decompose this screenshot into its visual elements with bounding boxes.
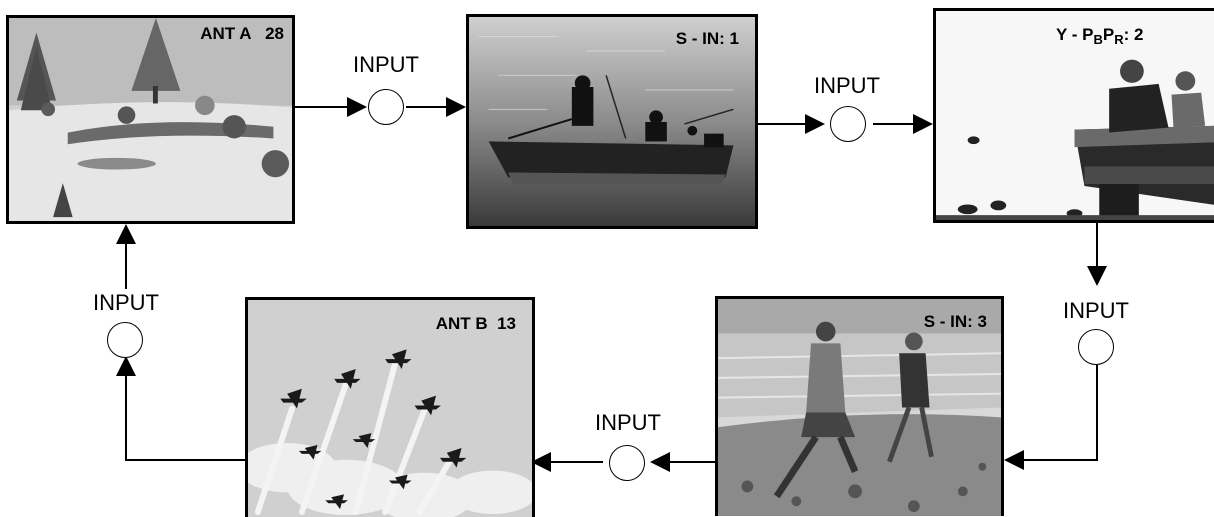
input-button-4[interactable] [609, 445, 645, 481]
screen-ant-b: ANT B 13 [245, 297, 535, 517]
screen-ant-a: ANT A 28 [6, 15, 295, 224]
input-button-3[interactable] [1078, 329, 1114, 365]
input-label-4: INPUT [595, 410, 661, 435]
ant-b-label: ANT B 13 [435, 314, 516, 333]
arrow-input-to-s-in-3 [1004, 365, 1098, 470]
screen-s-in-3: S - IN: 3 [715, 296, 1004, 516]
screen-y-pbpr: Y - PBPR: 2 [933, 8, 1214, 223]
y-pbpr-label: Y - PBPR: 2 [1056, 25, 1144, 47]
arrow-ant-b-to-input [116, 356, 245, 461]
s-in-3-label: S - IN: 3 [923, 312, 987, 331]
pier-with-geese-image [936, 11, 1214, 220]
input-label-2: INPUT [814, 73, 880, 98]
screen-s-in-1: S - IN: 1 [466, 14, 758, 229]
input-button-5[interactable] [107, 322, 143, 358]
jets-formation-image [248, 300, 532, 517]
fishing-boat-image [469, 17, 755, 226]
input-label-5: INPUT [93, 290, 159, 315]
beach-walk-image [718, 299, 1001, 516]
input-button-2[interactable] [830, 106, 866, 142]
snowy-landscape-image [9, 18, 292, 221]
input-label-3: INPUT [1063, 298, 1129, 323]
s-in-1-label: S - IN: 1 [675, 29, 739, 48]
input-button-1[interactable] [368, 89, 404, 125]
input-label-1: INPUT [353, 52, 419, 77]
ant-a-label: ANT A 28 [200, 24, 284, 43]
